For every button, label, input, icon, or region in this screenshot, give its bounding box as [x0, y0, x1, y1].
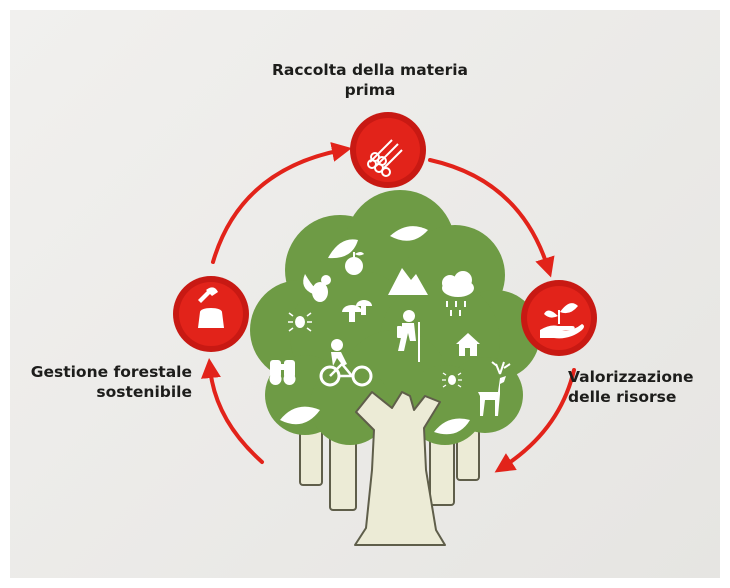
leaf-icon — [280, 406, 320, 425]
label-valorizzazione: Valorizzazione delle risorse — [568, 368, 694, 406]
arrow-top-to-right — [428, 158, 555, 278]
cycle-arrows — [201, 142, 576, 473]
rain-cloud-icon — [442, 271, 474, 316]
deer-icon — [478, 361, 511, 416]
hiker-icon — [397, 310, 420, 362]
tree-stump-axe-icon — [198, 287, 224, 328]
tick-icon — [442, 372, 462, 388]
apple-icon — [345, 252, 364, 275]
leaf-icon — [390, 226, 428, 241]
node-gestione — [173, 276, 249, 352]
canopy-icons — [269, 226, 511, 435]
tree-main-trunk — [354, 391, 446, 546]
leaf-icon — [434, 418, 470, 435]
house-icon — [456, 333, 480, 356]
mushroom-icon — [342, 300, 372, 322]
label-gestione: Gestione forestale sostenibile — [30, 363, 192, 401]
node-valorizzazione — [521, 280, 597, 356]
squirrel-icon — [303, 274, 331, 302]
hand-plant-icon — [540, 303, 584, 339]
binoculars-icon — [269, 360, 296, 385]
cyclist-icon — [319, 339, 373, 387]
arrow-right-to-bottom — [494, 368, 576, 473]
arrow-bottom-to-left — [201, 358, 264, 464]
node-raccolta — [350, 112, 426, 188]
label-raccolta: Raccolta della materia prima — [271, 61, 469, 99]
leaf-icon — [328, 239, 358, 259]
logs-icon — [367, 139, 403, 177]
arrow-left-to-top — [211, 142, 352, 264]
tick-icon — [288, 312, 312, 332]
mountain-icon — [388, 268, 428, 295]
